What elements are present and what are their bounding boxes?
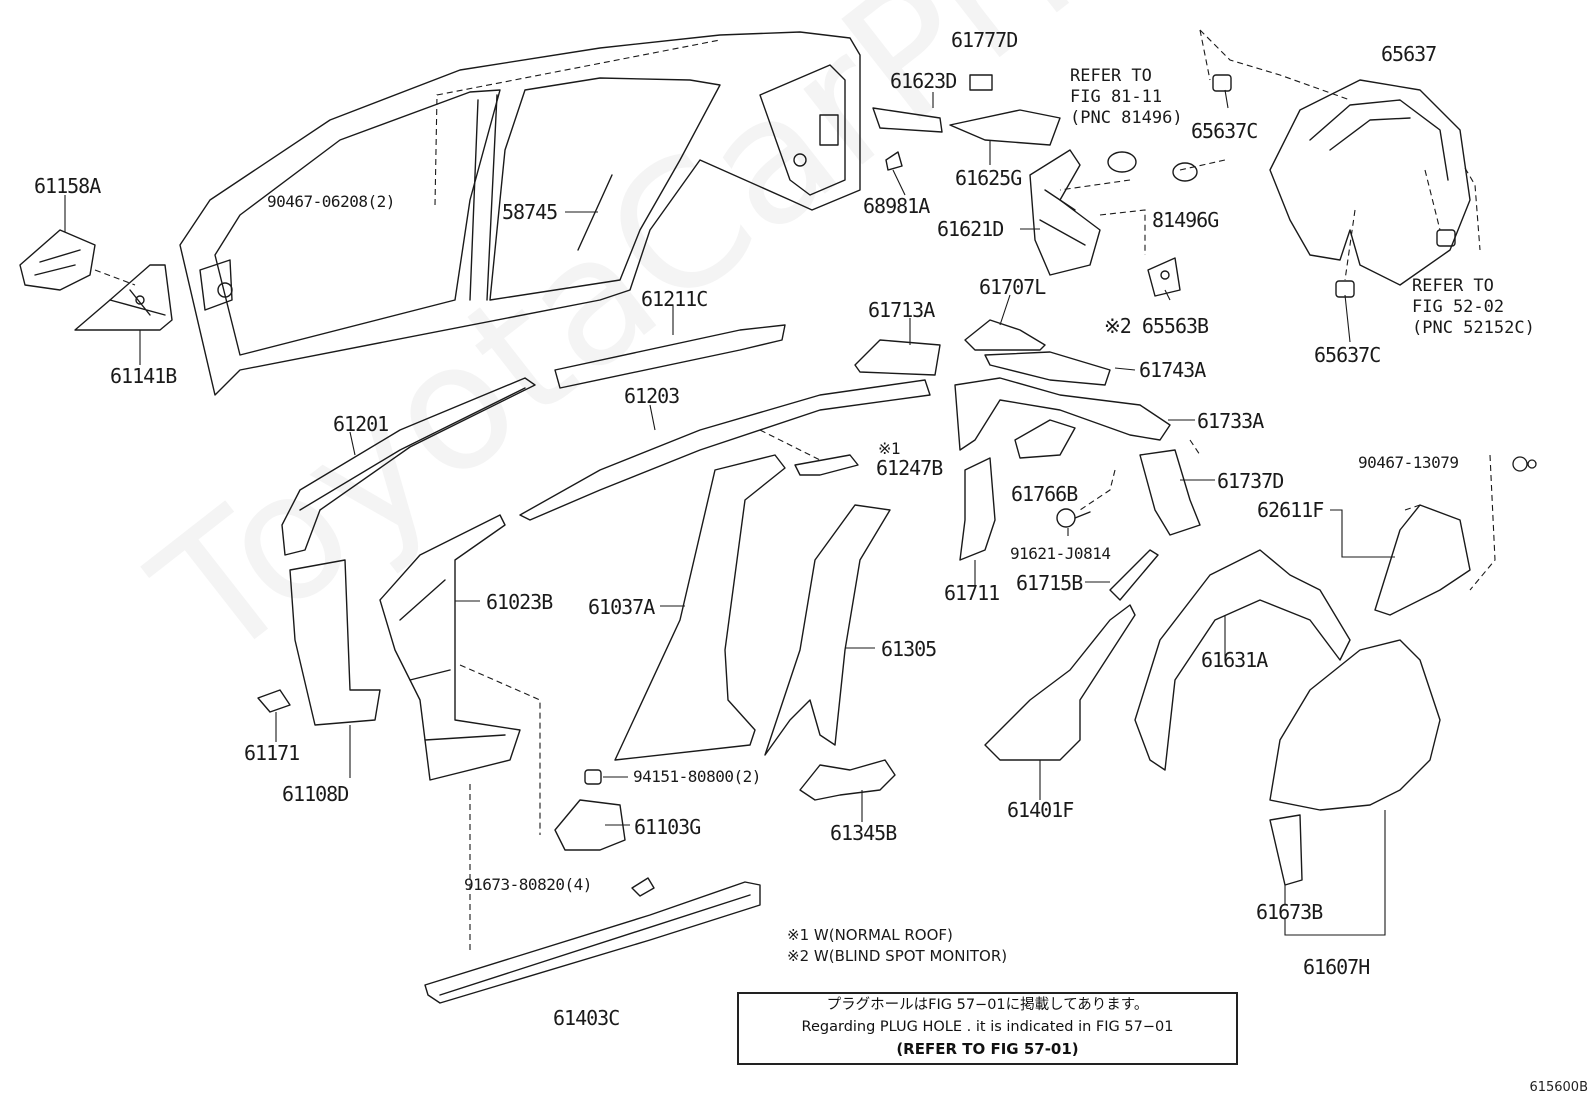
- grommet-81496g-part: [1107, 151, 1198, 182]
- label-61631a: 61631A: [1201, 648, 1268, 672]
- panel-61743a-part: [984, 351, 1111, 386]
- label-91621-j0814: 91621-J0814: [1010, 544, 1111, 563]
- label-61607h: 61607H: [1303, 955, 1370, 979]
- label-61743a: 61743A: [1139, 358, 1206, 382]
- pad-61777d-part: [969, 74, 993, 91]
- label-61403c: 61403C: [553, 1006, 620, 1030]
- label-90467-13079: 90467-13079: [1358, 453, 1459, 472]
- pillar-61711-part: [959, 457, 996, 561]
- label-61345b: 61345B: [830, 821, 897, 845]
- wheelhouse-inner-61607h-part: [1269, 639, 1441, 811]
- plug-hole-note-box: プラグホールはFIG 57−01に掲載してあります。 Regarding PLU…: [737, 992, 1238, 1065]
- label-61401f: 61401F: [1007, 798, 1074, 822]
- seal-61623d-part: [872, 107, 943, 133]
- plug-94151-80800-part: [584, 769, 602, 785]
- footnote-normal-roof: ※1 W(NORMAL ROOF): [787, 926, 953, 944]
- label-61766b: 61766B: [1011, 482, 1078, 506]
- label-61171: 61171: [244, 741, 300, 765]
- label-61715b: 61715B: [1016, 571, 1083, 595]
- reinforcement-61171-part: [257, 689, 291, 713]
- body-side-outer-panel-part: [179, 31, 861, 396]
- label-61777d: 61777D: [951, 28, 1018, 52]
- bracket-61766b-part: [1014, 419, 1076, 459]
- footnote-blind-spot-monitor: ※2 W(BLIND SPOT MONITOR): [787, 947, 1008, 965]
- center-pillar-inner-61305-part: [764, 504, 891, 756]
- label-91673-80820: 91673-80820(4): [464, 875, 592, 894]
- label-61247b-note: ※1: [878, 439, 901, 458]
- label-61673b: 61673B: [1256, 900, 1323, 924]
- label-61023b: 61023B: [486, 590, 553, 614]
- label-58745: 58745: [502, 200, 558, 224]
- label-61037a: 61037A: [588, 595, 655, 619]
- label-61713a: 61713A: [868, 298, 935, 322]
- wheelhouse-outer-61631a-part: [1134, 549, 1351, 771]
- label-61203: 61203: [624, 384, 680, 408]
- rocker-61403c-part: [424, 881, 761, 1004]
- bracket-61141b-part: [74, 264, 173, 331]
- center-pillar-61037a-part: [614, 454, 786, 761]
- bolt-91621-j0814-part: [1056, 508, 1091, 528]
- reference-fig-52-02: REFER TO FIG 52-02 (PNC 52152C): [1412, 276, 1535, 338]
- leader-lines: [64, 89, 1395, 936]
- label-61707l: 61707L: [979, 275, 1046, 299]
- label-61247b: 61247B: [876, 456, 943, 480]
- note-line-english: Regarding PLUG HOLE . it is indicated in…: [801, 1019, 1174, 1035]
- label-65637: 65637: [1381, 42, 1437, 66]
- extension-61621d-part: [1029, 149, 1101, 276]
- panel-61401f-part: [984, 604, 1136, 761]
- reinforcement-61103g-part: [554, 799, 626, 851]
- reinforcement-61733a-part: [954, 377, 1171, 451]
- label-61305: 61305: [881, 637, 937, 661]
- pillar-61108d-part: [289, 559, 381, 726]
- label-61621d: 61621D: [937, 217, 1004, 241]
- label-61733a: 61733A: [1197, 409, 1264, 433]
- bolt-91673-80820-part: [631, 877, 655, 897]
- label-68981a: 68981A: [863, 194, 930, 218]
- label-61141b: 61141B: [110, 364, 177, 388]
- label-65637c-bottom: 65637C: [1314, 343, 1381, 367]
- seal-61625g-part: [949, 109, 1061, 146]
- label-94151-80800: 94151-80800(2): [633, 767, 761, 786]
- label-61211c: 61211C: [641, 287, 708, 311]
- label-62611f: 62611F: [1257, 498, 1324, 522]
- note-line-japanese: プラグホールはFIG 57−01に掲載してあります。: [826, 997, 1149, 1013]
- label-61201: 61201: [333, 412, 389, 436]
- bolt-90467-13079-part: [1512, 456, 1537, 472]
- clip-65637c-top-part: [1212, 74, 1232, 92]
- label-61103g: 61103G: [634, 815, 701, 839]
- wheel-liner-65637-part: [1269, 79, 1471, 286]
- label-61623d: 61623D: [890, 69, 957, 93]
- extension-61737d-part: [1139, 449, 1201, 536]
- label-61625g: 61625G: [955, 166, 1022, 190]
- label-61108d: 61108D: [282, 782, 349, 806]
- note-line-reference: (REFER TO FIG 57-01): [896, 1040, 1079, 1058]
- clip-68981a-part: [885, 151, 903, 171]
- diagram-id: 615600B: [1529, 1080, 1588, 1095]
- panel-61713a-part: [854, 339, 941, 376]
- gusset-61715b-part: [1109, 549, 1159, 601]
- label-90467-06208: 90467-06208(2): [267, 192, 395, 211]
- label-61711: 61711: [944, 581, 1000, 605]
- bracket-61158a-part: [19, 229, 96, 291]
- bracket-61345b-part: [799, 759, 896, 801]
- label-65563b: ※2 65563B: [1104, 314, 1209, 338]
- label-81496g: 81496G: [1152, 208, 1219, 232]
- clip-52152c-part: [1436, 229, 1456, 247]
- roof-side-inner-rail-61203-part: [519, 379, 931, 521]
- bracket-61247b-part: [794, 454, 859, 476]
- dashed-connectors: [94, 29, 1496, 950]
- roof-side-rail-61201-part: [281, 377, 536, 556]
- clip-65637c-bottom-part: [1335, 280, 1355, 298]
- bracket-61673b-part: [1269, 814, 1303, 886]
- front-pillar-61023b-part: [379, 514, 521, 781]
- roof-rail-61211c-part: [554, 324, 786, 389]
- label-61158a: 61158A: [34, 174, 101, 198]
- reference-fig-81-11: REFER TO FIG 81-11 (PNC 81496): [1070, 66, 1183, 128]
- panel-61707l-part: [964, 319, 1046, 351]
- label-61737d: 61737D: [1217, 469, 1284, 493]
- bracket-65563b-part: [1147, 257, 1181, 297]
- panel-62611f-part: [1374, 504, 1471, 616]
- label-65637c-top: 65637C: [1191, 119, 1258, 143]
